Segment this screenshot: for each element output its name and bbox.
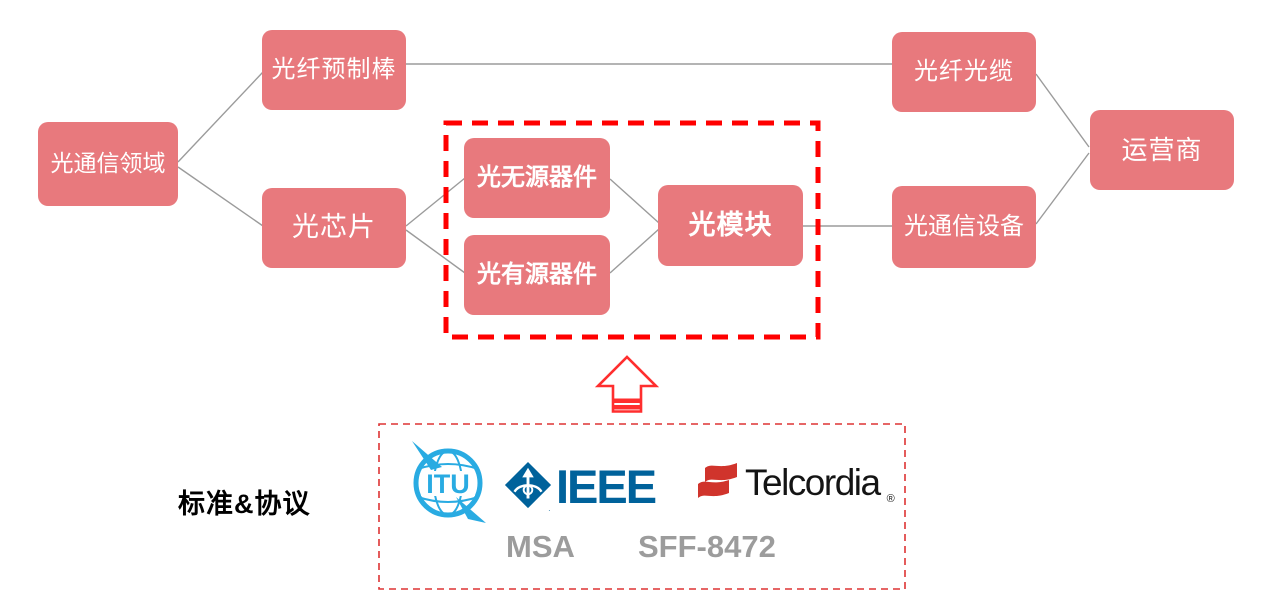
connector-cable-operator xyxy=(1035,73,1090,148)
ieee-logo: . IEEE xyxy=(503,459,657,513)
module-highlight-box xyxy=(443,120,821,340)
itu-globe-icon: ITU xyxy=(412,441,486,523)
ieee-diamond-icon: . xyxy=(504,461,552,512)
registered-mark-icon: ® xyxy=(886,493,895,505)
node-operator: 运营商 xyxy=(1090,110,1234,190)
connector-field-preform xyxy=(177,71,264,163)
node-optical-comm-field: 光通信领域 xyxy=(38,122,178,206)
arrow-stripe xyxy=(614,405,640,410)
connector-lines xyxy=(177,63,1090,274)
telcordia-flags-icon xyxy=(698,463,737,498)
connector-chip-active xyxy=(405,229,466,274)
arrow-stripe xyxy=(614,398,640,403)
arrow-outline xyxy=(594,355,660,413)
connector-equipment-operator xyxy=(1035,152,1090,225)
protocol-msa: MSA xyxy=(506,529,575,564)
node-comm-equipment: 光通信设备 xyxy=(892,186,1036,268)
node-active-components: 光有源器件 xyxy=(464,235,610,315)
node-passive-components: 光无源器件 xyxy=(464,138,610,218)
node-fiber-cable: 光纤光缆 xyxy=(892,32,1036,112)
standards-box-border xyxy=(378,423,906,590)
itu-logo: ITU xyxy=(410,441,486,525)
telcordia-wordmark: Telcordia xyxy=(745,462,881,503)
node-fiber-preform: 光纤预制棒 xyxy=(262,30,406,110)
ieee-wordmark: IEEE xyxy=(556,459,657,513)
connector-field-chip xyxy=(177,166,264,227)
standards-caption: 标准&协议 xyxy=(178,489,311,519)
node-optical-chip: 光芯片 xyxy=(262,188,406,268)
connector-active-module xyxy=(609,228,660,274)
node-optical-module: 光模块 xyxy=(658,185,803,266)
connector-passive-module xyxy=(609,178,660,224)
telcordia-logo: Telcordia ® xyxy=(698,461,895,507)
protocol-sff8472: SFF-8472 xyxy=(638,529,776,564)
up-arrow-icon xyxy=(594,355,660,413)
ieee-registered: . xyxy=(548,504,550,512)
connector-chip-passive xyxy=(405,177,466,227)
itu-wordmark: ITU xyxy=(426,469,470,499)
